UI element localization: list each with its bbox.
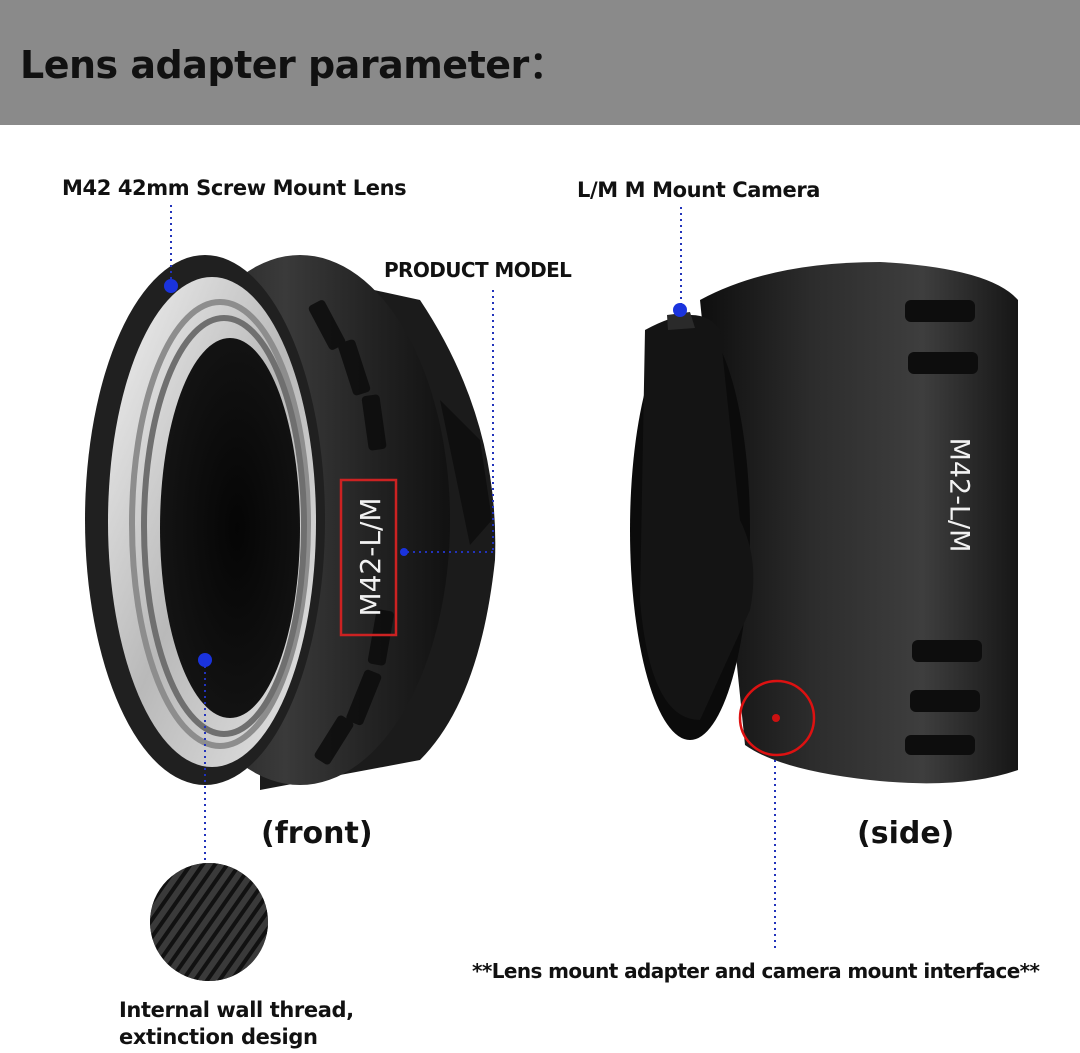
thread-caption-line2: extinction design — [119, 1025, 318, 1049]
front-model-engraving: M42-L/M — [354, 497, 387, 616]
side-model-engraving: M42-L/M — [944, 438, 975, 553]
page-title: Lens adapter parameter： — [20, 43, 567, 87]
model-highlight-box — [339, 478, 398, 637]
lens-mount-marker — [164, 279, 178, 293]
thread-marker — [198, 653, 212, 667]
header-bar: Lens adapter parameter： — [0, 0, 1080, 125]
leader-lines — [170, 205, 776, 952]
thread-closeup-image — [150, 863, 268, 981]
model-marker — [400, 548, 408, 556]
interface-note: **Lens mount adapter and camera mount in… — [472, 959, 1040, 983]
interface-highlight-circle — [738, 679, 816, 757]
product-model-label: PRODUCT MODEL — [384, 258, 572, 282]
camera-mount-label: L/M M Mount Camera — [577, 178, 821, 202]
camera-mount-marker — [673, 303, 687, 317]
lens-mount-label: M42 42mm Screw Mount Lens — [62, 176, 407, 200]
red-alignment-dot — [772, 714, 780, 722]
thread-caption-line1: Internal wall thread, — [119, 998, 354, 1022]
front-adapter-image: M42-L/M — [85, 255, 496, 790]
side-adapter-image: M42-L/M — [630, 262, 1018, 784]
thread-caption: Internal wall thread, extinction design — [119, 997, 354, 1051]
side-view-label: (side) — [857, 816, 955, 851]
front-view-label: (front) — [261, 816, 373, 851]
